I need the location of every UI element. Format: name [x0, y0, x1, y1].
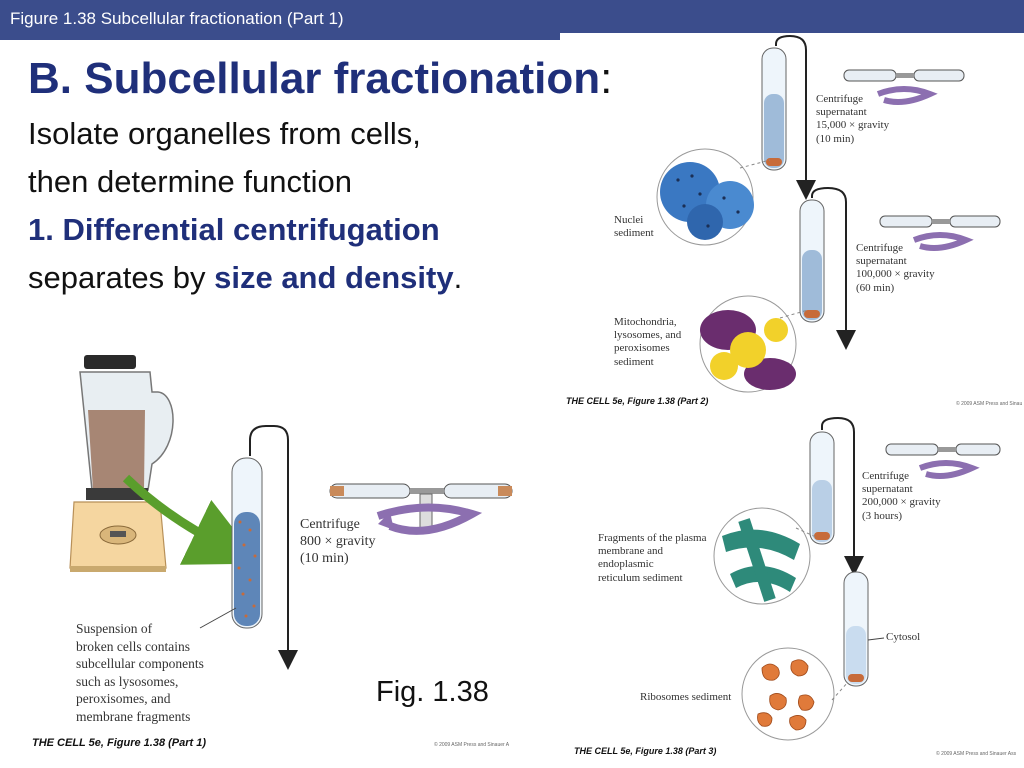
tube-part2-a	[761, 47, 787, 171]
rotor-part1	[329, 483, 513, 535]
suspension-leader	[199, 607, 237, 629]
rotor-part2-b	[879, 215, 1001, 251]
bullet-line-4: separates by size and density.	[28, 260, 462, 296]
part2-centrifuge2-label: Centrifuge supernatant 100,000 × gravity…	[856, 242, 935, 294]
heading-colon: :	[600, 54, 613, 103]
bullet-line-3: 1. Differential centrifugation	[28, 212, 440, 247]
heading-text: B. Subcellular fractionation	[28, 54, 601, 103]
nuclei-leader	[739, 159, 771, 169]
cytosol-label: Cytosol	[886, 631, 921, 643]
nuclei-sediment-circle	[656, 148, 754, 246]
header-white-strip	[560, 33, 1024, 42]
tube-cytosol	[843, 571, 869, 687]
bullet-line-2: then determine function	[28, 164, 352, 199]
tube-part2-b	[799, 199, 825, 323]
flow-arrow-part1	[249, 425, 298, 670]
slide-header-title: Figure 1.38 Subcellular fractionation (P…	[10, 9, 344, 28]
flow-arrow-part2-a	[775, 34, 816, 200]
part1-centrifuge-label: Centrifuge 800 × gravity (10 min)	[300, 517, 376, 566]
mito-leader	[779, 309, 809, 319]
mito-label: Mitochondria, lysosomes, and peroxisomes…	[614, 316, 682, 368]
suspension-label: Suspension of broken cells contains subc…	[76, 621, 204, 724]
bullet-line-1: Isolate organelles from cells,	[28, 116, 421, 151]
part3-centrifuge-label: Centrifuge supernatant 200,000 × gravity…	[862, 470, 941, 522]
tube-part1	[231, 457, 263, 629]
mito-sediment-circle	[699, 295, 797, 393]
line4-suffix: .	[453, 260, 463, 295]
figure-reference: Fig. 1.38	[376, 676, 489, 708]
part2-copyright: © 2009 ASM Press and Sinau	[956, 401, 1023, 407]
flow-arrow-part3	[821, 416, 864, 576]
header-bar: Figure 1.38 Subcellular fractionation (P…	[0, 0, 1024, 40]
part3-caption: THE CELL 5e, Figure 1.38 (Part 3)	[574, 746, 717, 756]
part1-caption: THE CELL 5e, Figure 1.38 (Part 1)	[32, 737, 207, 749]
ribosomes-label: Ribosomes sediment	[640, 691, 732, 703]
blender	[69, 355, 174, 572]
ribosome-leader	[831, 681, 849, 701]
part3-copyright: © 2009 ASM Press and Sinauer Ass	[936, 751, 1017, 757]
fragments-label: Fragments of the plasma membrane and end…	[598, 532, 707, 584]
transfer-arrow	[122, 474, 261, 565]
rotor-part3	[885, 443, 1001, 479]
er-sediment-circle	[713, 507, 811, 605]
line4-emphasis: size and density	[214, 260, 454, 295]
er-leader	[795, 527, 819, 539]
part2-caption: THE CELL 5e, Figure 1.38 (Part 2)	[566, 396, 709, 406]
tube-part3-a	[809, 431, 835, 545]
flow-arrow-part2-b	[811, 186, 856, 350]
part1-copyright: © 2009 ASM Press and Sinauer A	[434, 742, 510, 748]
cytosol-leader	[867, 637, 885, 641]
slide-heading: B. Subcellular fractionation:	[28, 54, 612, 104]
ribosome-sediment-circle	[741, 647, 835, 741]
part2-centrifuge1-label: Centrifuge supernatant 15,000 × gravity …	[816, 93, 890, 145]
rotor-part2-a	[843, 69, 965, 105]
nuclei-label: Nuclei sediment	[614, 214, 654, 240]
line4-prefix: separates by	[28, 260, 215, 295]
